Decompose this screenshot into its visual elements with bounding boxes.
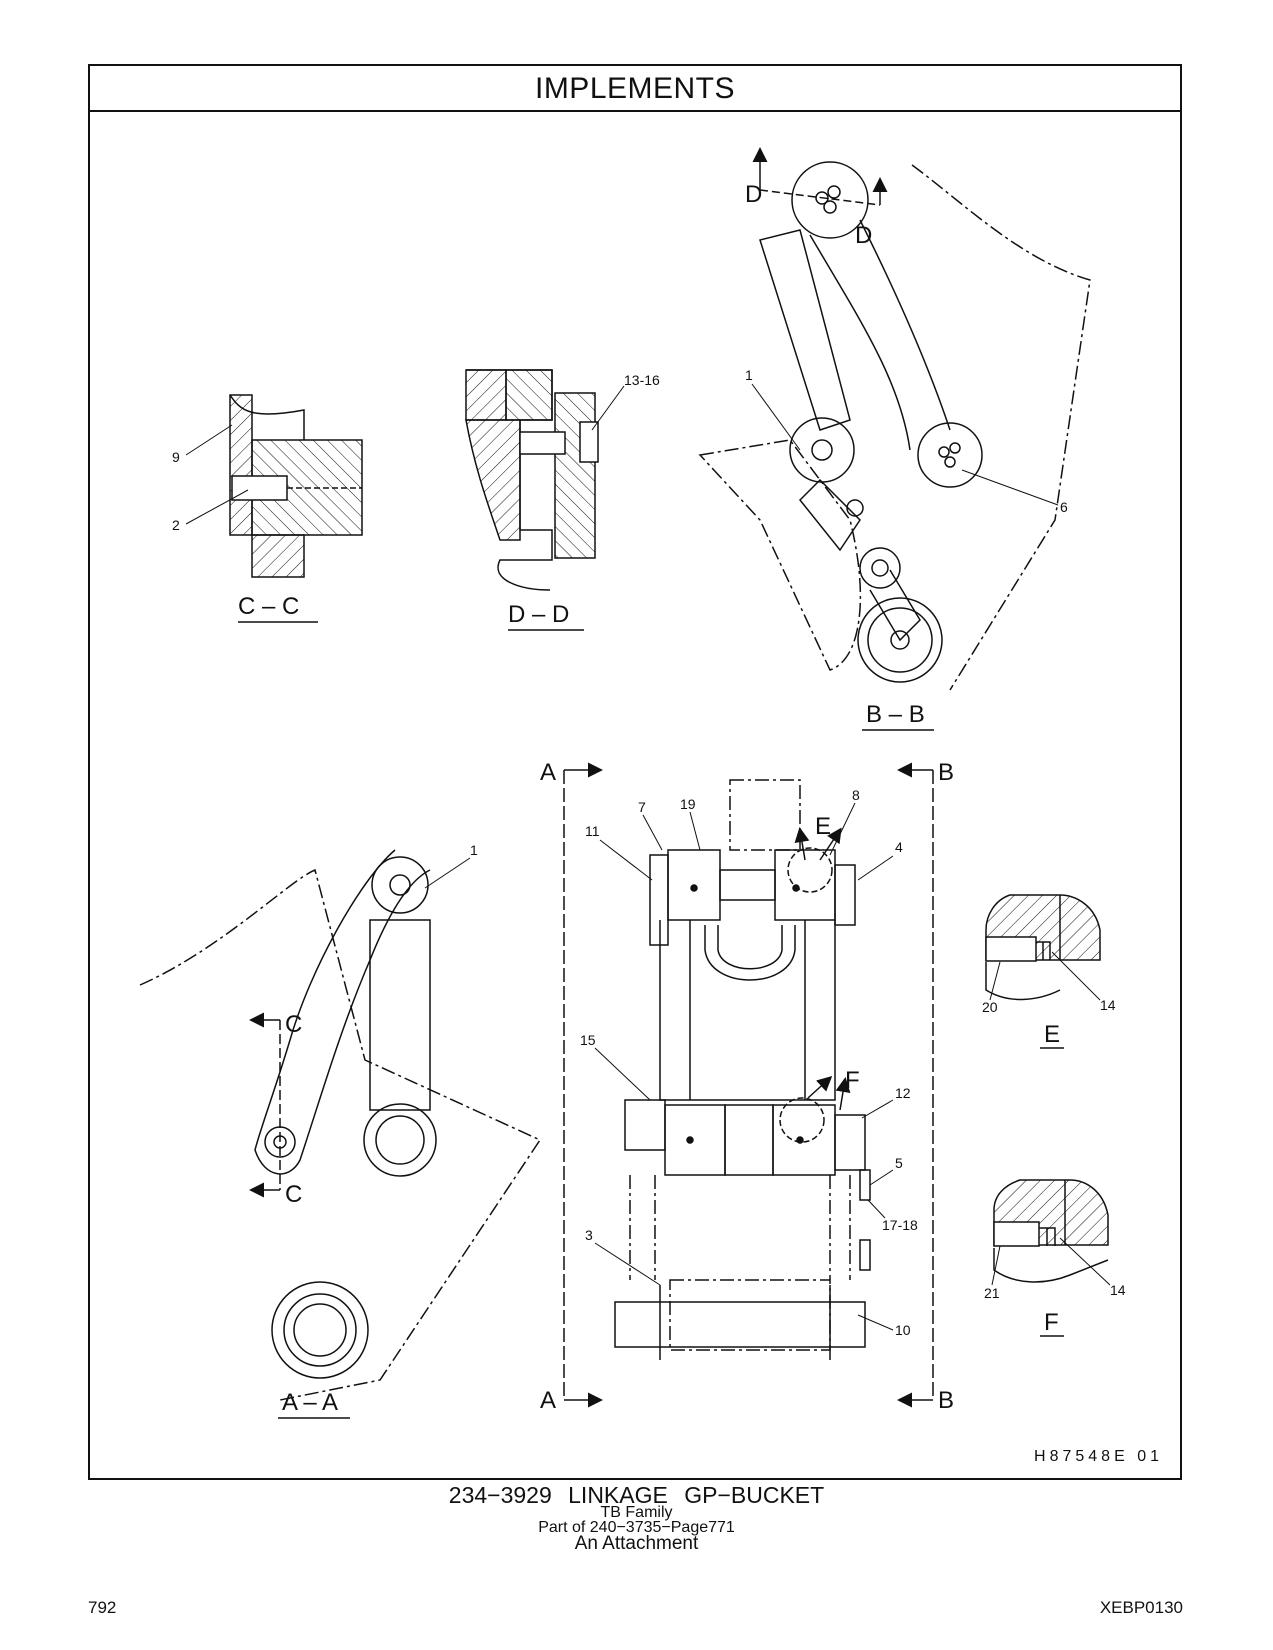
view-label-e: E (1044, 1021, 1060, 1048)
view-bb (698, 147, 1091, 691)
section-marker-d-top: D (745, 181, 762, 208)
section-marker-f: F (845, 1067, 860, 1094)
detail-f (993, 1179, 1109, 1283)
callout-3: 3 (585, 1227, 593, 1243)
caption-attachment: An Attachment (574, 1533, 699, 1554)
callout-21: 21 (984, 1285, 1000, 1301)
callout-6: 6 (1060, 499, 1068, 515)
section-marker-a-bottom: A (540, 1387, 556, 1414)
detail-e (985, 894, 1101, 1001)
callout-14-f: 14 (1110, 1282, 1126, 1298)
view-aa (139, 849, 542, 1401)
callout-19: 19 (680, 796, 696, 812)
caption-title: 234−3929 LINKAGE GP−BUCKET (448, 1482, 825, 1508)
caption-part-of: Part of 240−3735−Page771 (538, 1519, 735, 1536)
caption-family: TB Family (600, 1504, 673, 1521)
section-marker-a-top: A (540, 759, 556, 786)
callout-15: 15 (580, 1032, 596, 1048)
callout-8: 8 (852, 787, 860, 803)
section-marker-e: E (815, 813, 831, 840)
callout-11: 11 (585, 823, 600, 839)
callout-4: 4 (895, 839, 903, 855)
section-marker-c-bottom: C (285, 1181, 302, 1208)
view-front (563, 762, 934, 1408)
section-cc (229, 394, 363, 578)
callout-13-16: 13-16 (624, 372, 660, 388)
section-marker-b-bottom: B (938, 1387, 954, 1414)
callout-5: 5 (895, 1155, 903, 1171)
view-label-f: F (1044, 1309, 1059, 1336)
callout-1-bottom: 1 (470, 842, 478, 858)
callout-12: 12 (895, 1085, 911, 1101)
callout-14-e: 14 (1100, 997, 1116, 1013)
section-dd (465, 369, 599, 591)
view-label-dd: D – D (508, 601, 569, 628)
section-marker-d-bottom: D (855, 222, 872, 249)
page-title: IMPLEMENTS (90, 66, 1180, 112)
callout-7: 7 (638, 799, 646, 815)
drawing-id: H87548E 01 (1034, 1448, 1163, 1465)
view-label-bb: B – B (866, 701, 925, 728)
callout-2: 2 (172, 517, 180, 533)
view-label-cc: C – C (238, 593, 299, 620)
page-number: 792 (88, 1598, 117, 1617)
callout-17-18: 17-18 (882, 1217, 918, 1233)
drawing-frame: IMPLEMENTS (88, 64, 1182, 1480)
section-marker-b-top: B (938, 759, 954, 786)
view-label-aa: A – A (282, 1389, 338, 1416)
document-id: XEBP0130 (1099, 1598, 1183, 1617)
callout-1-top: 1 (745, 367, 753, 383)
callout-20: 20 (982, 999, 998, 1015)
section-marker-c-top: C (285, 1011, 302, 1038)
callout-9: 9 (172, 449, 180, 465)
callout-10: 10 (895, 1322, 911, 1338)
